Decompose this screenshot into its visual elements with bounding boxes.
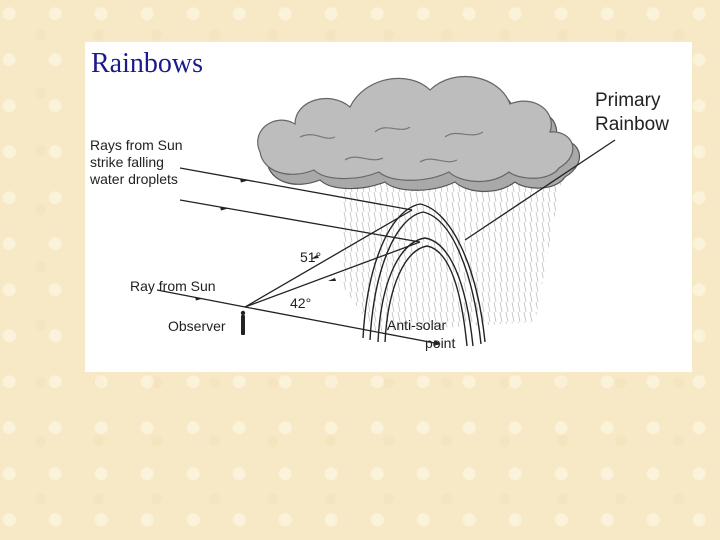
label-rays-line3: water droplets xyxy=(89,171,178,187)
label-rays-line2: strike falling xyxy=(90,154,164,170)
angle-outer-label: 51° xyxy=(300,249,321,265)
rainbow-diagram: Rays from Sun strike falling water dropl… xyxy=(85,42,692,372)
label-primary-line2: Rainbow xyxy=(595,114,669,135)
label-primary-line1: Primary xyxy=(595,90,661,111)
observer-icon xyxy=(241,311,245,335)
label-rays-line1: Rays from Sun xyxy=(90,137,183,153)
label-antisolar-line2: point xyxy=(425,335,455,351)
label-observer: Observer xyxy=(168,318,226,334)
cloud-icon xyxy=(258,76,580,191)
label-ray-from-sun: Ray from Sun xyxy=(130,278,216,294)
angle-inner-label: 42° xyxy=(290,295,311,311)
label-antisolar-line1: Anti-solar xyxy=(387,317,446,333)
